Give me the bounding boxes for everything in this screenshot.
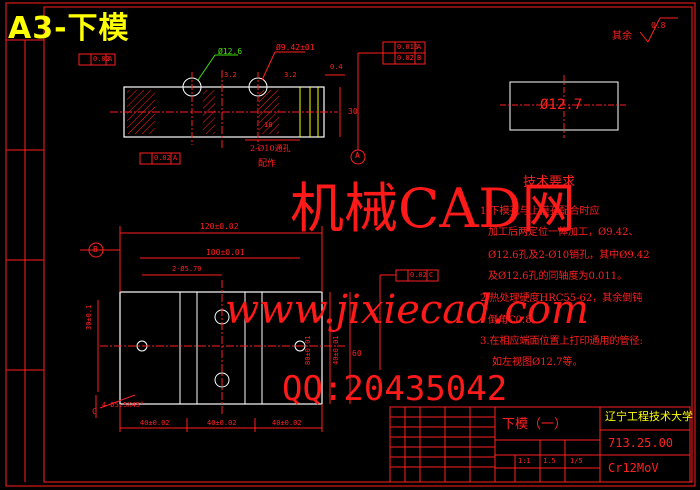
- datum-a: A: [355, 151, 360, 160]
- surface-finish-symbol: [639, 17, 678, 43]
- bottom-tol-ref: A: [173, 154, 178, 162]
- tol-left-ref: A: [108, 55, 113, 63]
- part-name: 下模（一）: [502, 417, 568, 432]
- detail-label: Ø12.7: [540, 97, 583, 113]
- dim-60: 60: [352, 349, 362, 358]
- tech-line-4: 及Ø12.6孔的同轴度为0.011。: [488, 271, 628, 282]
- bottom-tol-value: 0.02: [154, 154, 171, 162]
- hole-callout: 4-Ø5.5X45°: [102, 401, 145, 409]
- dim-18: 18: [264, 121, 273, 129]
- bottom-dim-3: 40±0.02: [272, 419, 302, 427]
- ratio: 1.5: [543, 457, 556, 465]
- tech-line-1: 1.下模孔与上模孔配合时应: [480, 206, 600, 217]
- dim-3-2b: 3.2: [284, 71, 297, 79]
- tech-line-6: 倒角C0.8。: [488, 315, 542, 326]
- material: Cr12MoV: [608, 461, 659, 475]
- tol-par-value: 0.02: [410, 271, 427, 279]
- university-name: 辽宁工程技术大学: [605, 410, 693, 423]
- scale: 1:1: [518, 457, 531, 465]
- dim-3-2: 3.2: [224, 71, 237, 79]
- tech-line-5: 2.热处理硬度HRC55-62，其余倒钝: [480, 293, 643, 304]
- hole-small-label: Ø12.6: [218, 47, 243, 56]
- datum-c: C: [92, 407, 97, 416]
- tol-right2-ref: B: [417, 54, 422, 62]
- bottom-dim-2: 40±0.02: [207, 419, 237, 427]
- match-note: 配作: [258, 159, 277, 169]
- dim-h40: 40±0.01: [332, 335, 340, 365]
- dim-total: 120±0.02: [200, 222, 239, 231]
- title-block-grid: [389, 406, 691, 483]
- title-banner: A3-下模: [8, 11, 130, 46]
- dim-h80: 80±0.01: [304, 335, 312, 365]
- dim-100: 100±0.01: [206, 248, 245, 257]
- watermark-site: www.jixiecad.com: [225, 287, 589, 333]
- watermark-qq: QQ:20435042: [282, 369, 508, 409]
- tol-left-value: 0.02: [93, 55, 110, 63]
- detail-view: [500, 75, 628, 138]
- surface-finish-value: 0.8: [651, 21, 666, 30]
- datum-b: B: [93, 245, 98, 254]
- drawing-frame: [5, 2, 696, 487]
- top-view: [78, 41, 426, 165]
- tol-right1-value: 0.015: [397, 43, 419, 51]
- sheet: 1/5: [570, 457, 583, 465]
- dim-245: 2-Ø5.70: [172, 265, 202, 273]
- tol-right1-ref: A: [417, 43, 422, 51]
- tech-heading: 技术要求: [523, 175, 576, 190]
- dim-0-4: 0.4: [330, 63, 343, 71]
- tech-line-8: 如左视图Ø12.7等。: [492, 357, 583, 368]
- dim-left: 30±0.1: [85, 304, 93, 330]
- bottom-dim-1: 40±0.02: [140, 419, 170, 427]
- tol-par-ref: C: [429, 271, 434, 279]
- holes-note: 2-Ø10通孔: [250, 144, 291, 153]
- surface-finish-label: 其余: [612, 31, 632, 42]
- tol-right2-value: 0.02: [397, 54, 414, 62]
- main-view: [80, 226, 439, 432]
- dim-30: 30: [348, 107, 358, 116]
- tech-line-7: 3.在相应端面位置上打印通用的管径:: [480, 336, 643, 347]
- tech-line-3: Ø12.6孔及2-Ø10销孔，其中Ø9.42: [488, 250, 650, 261]
- tech-line-2: 加工后两定位一体加工，Ø9.42、: [488, 227, 639, 238]
- drawing-number: 713.25.00: [608, 436, 674, 450]
- hole-dim-label: Ø9.42±01: [276, 43, 315, 52]
- watermark-brand: 机械CAD网: [290, 177, 576, 240]
